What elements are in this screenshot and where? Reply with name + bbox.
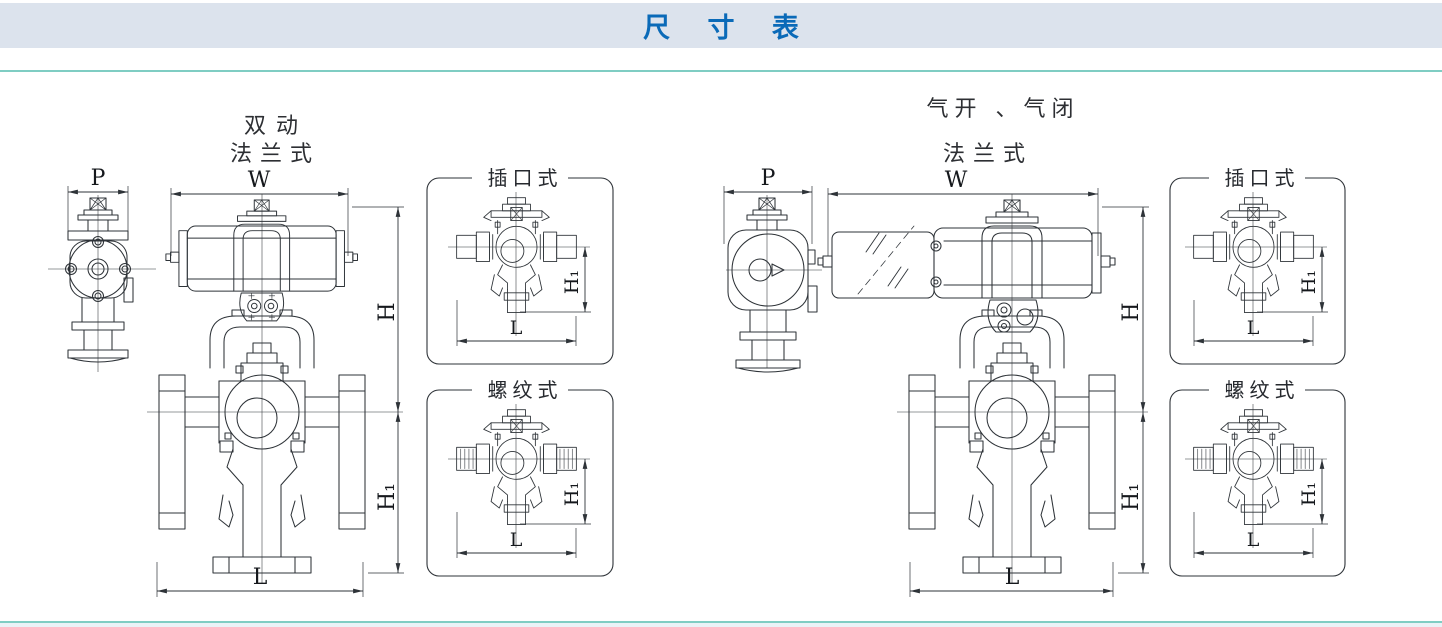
right-socket-box: 插口式 H₁ L [1169, 166, 1346, 365]
left-socket-title: 插口式 [488, 166, 563, 190]
left-main-h1-label: H₁ [375, 483, 400, 511]
right-caption-actuation: 气开 、气闭 [926, 97, 1080, 122]
footer-tint [0, 623, 1442, 627]
right-p-dim-label: P [761, 166, 776, 191]
left-thread-l-label: L [510, 529, 523, 551]
right-main-l-label: L [1005, 565, 1020, 590]
right-socket-valve-drawing: H₁ L [1185, 192, 1328, 346]
left-socket-box: 插口式 H₁ L [426, 166, 614, 365]
right-caption-connection: 法兰式 [942, 142, 1033, 167]
left-socket-h1-label: H₁ [561, 270, 583, 294]
left-main-view-drawing: W H H₁ L [147, 168, 404, 597]
right-main-w-label: W [945, 168, 968, 193]
right-thread-valve-drawing: H₁ L [1185, 404, 1328, 558]
page-title: 尺 寸 表 [643, 13, 813, 44]
right-socket-h1-label: H₁ [1298, 270, 1320, 294]
right-main-view-drawing: W H H₁ L [817, 168, 1149, 597]
left-p-view-drawing: P [48, 166, 156, 372]
left-caption-actuation: 双动 [243, 114, 308, 139]
left-thread-box: 螺纹式 H₁ L [426, 378, 614, 577]
left-main-w-label: W [248, 168, 271, 193]
header-band: 尺 寸 表 [0, 3, 1442, 48]
bottom-divider [0, 621, 1442, 623]
right-p-view-drawing: P [723, 166, 822, 373]
left-thread-title: 螺纹式 [488, 378, 563, 402]
top-divider [0, 70, 1442, 72]
right-thread-box: 螺纹式 H₁ L [1169, 378, 1346, 577]
left-caption-connection: 法兰式 [229, 142, 320, 167]
right-thread-title: 螺纹式 [1225, 378, 1300, 402]
left-thread-h1-label: H₁ [561, 482, 583, 506]
right-socket-title: 插口式 [1225, 166, 1300, 190]
left-socket-valve-drawing: H₁ L [448, 192, 591, 346]
right-main-h-label: H [1119, 302, 1144, 321]
right-thread-l-label: L [1247, 529, 1260, 551]
left-p-dim-label: P [91, 166, 106, 191]
left-socket-l-label: L [510, 317, 523, 339]
right-socket-l-label: L [1247, 317, 1260, 339]
left-main-h-label: H [375, 302, 400, 321]
right-main-h1-label: H₁ [1119, 483, 1144, 511]
right-thread-h1-label: H₁ [1298, 482, 1320, 506]
left-thread-valve-drawing: H₁ L [448, 404, 591, 558]
left-main-l-label: L [253, 565, 268, 590]
